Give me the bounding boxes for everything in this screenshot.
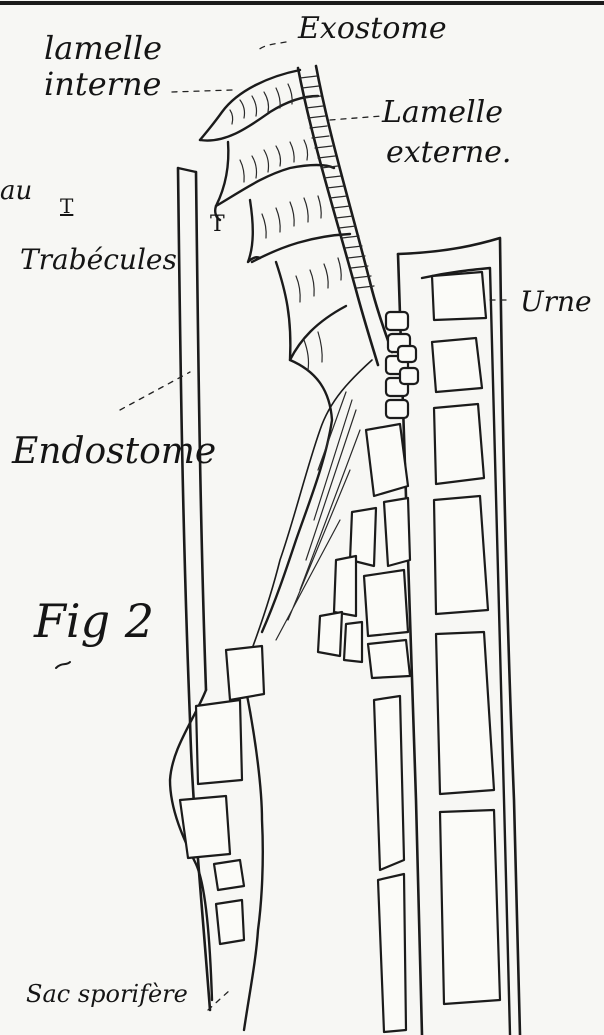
fig-underline — [56, 662, 70, 668]
exostome-band — [298, 66, 392, 365]
label-lamelle-interne-line2: interne — [44, 68, 161, 100]
label-lamelle-externe-line2: externe. — [386, 138, 511, 168]
endostome-wall — [178, 168, 210, 1010]
label-t-marker: T — [210, 214, 225, 236]
label-endostome: Endostome — [12, 434, 216, 470]
label-urne: Urne — [520, 288, 592, 316]
urne-cells — [432, 272, 500, 1004]
trabecular-arches — [200, 70, 350, 632]
label-lamelle-interne-line1: lamelle — [44, 32, 162, 64]
label-exostome: Exostome — [298, 14, 447, 44]
sac-sporifere-cells — [170, 646, 264, 1030]
label-sac-sporifere: Sac sporifère — [26, 982, 188, 1006]
label-t-small: T — [60, 196, 73, 216]
label-lamelle-externe-line1: Lamelle — [382, 98, 503, 128]
label-fig2: Fig 2 — [34, 598, 154, 644]
small-cells-cluster — [386, 312, 418, 418]
label-trabecules: Trabécules — [20, 246, 177, 274]
label-fragment: au — [0, 178, 32, 204]
